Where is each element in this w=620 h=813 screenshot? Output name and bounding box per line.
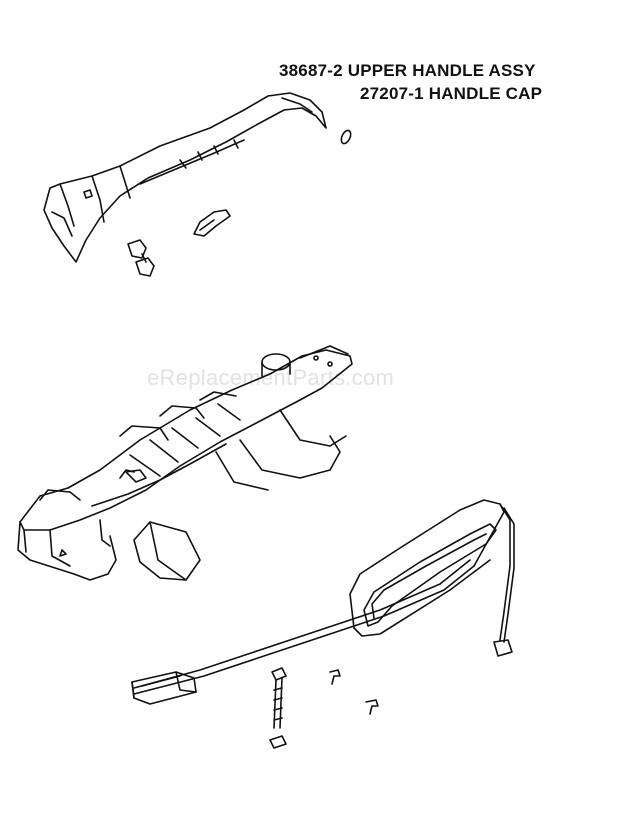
handle-cap[interactable]	[339, 129, 352, 145]
handle-clip[interactable]	[194, 210, 230, 236]
handle-screws[interactable]	[128, 240, 154, 276]
upper-handle-assy[interactable]	[44, 93, 326, 262]
handle-cap-label: 27207-1 HANDLE CAP	[360, 84, 543, 103]
belt-assembly[interactable]	[132, 500, 514, 704]
base-chassis[interactable]	[18, 346, 352, 580]
small-screw[interactable]	[330, 670, 378, 714]
bolt[interactable]	[270, 668, 286, 748]
upper-handle-assy-label: 38687-2 UPPER HANDLE ASSY	[279, 61, 536, 80]
